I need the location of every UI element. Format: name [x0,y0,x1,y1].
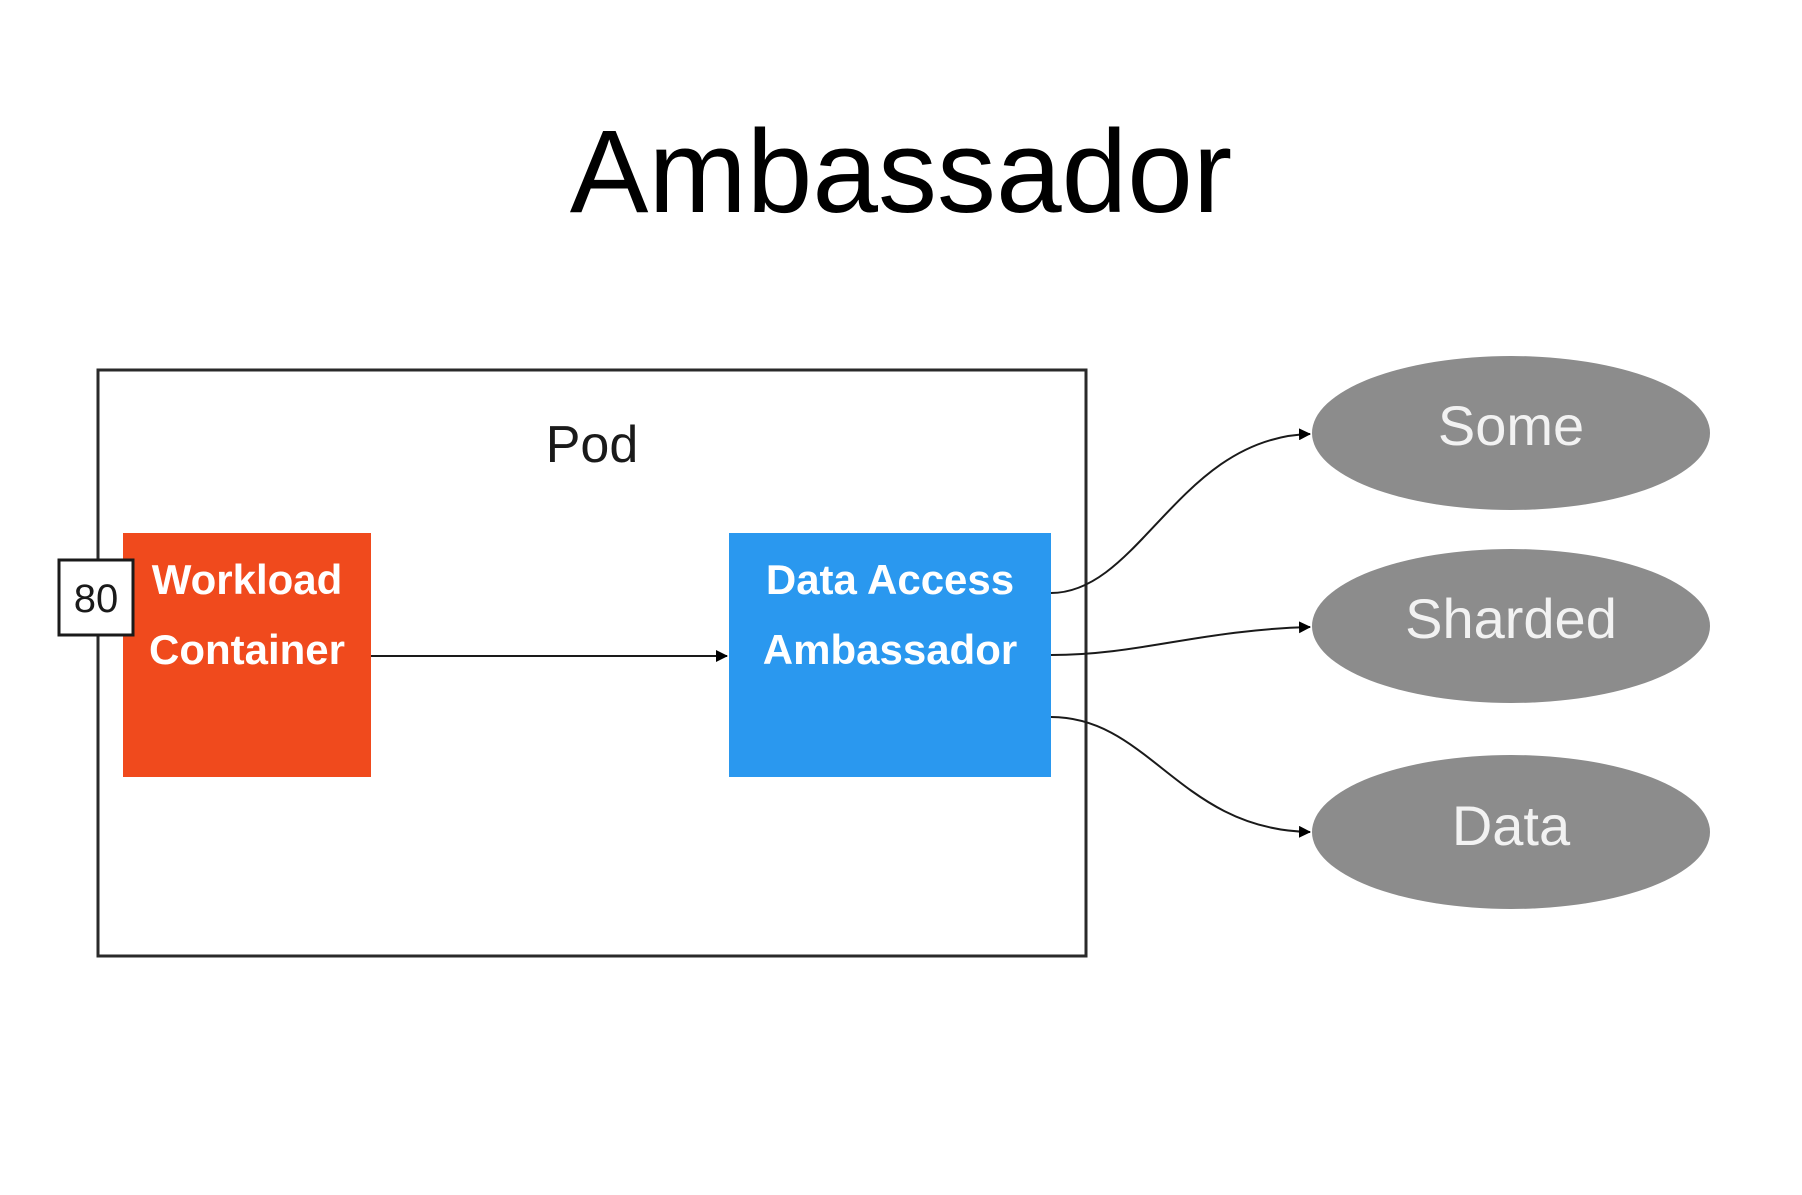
data-node-some [1312,356,1710,510]
diagram-title: Ambassador [570,106,1232,238]
edge-ambassador-to-some [1050,428,1311,594]
ambassador-label-line1: Data Access [766,556,1014,603]
data-node-data [1312,755,1710,909]
edge-ambassador-to-sharded [1050,621,1311,656]
data-node-sharded [1312,549,1710,703]
workload-container-label-line1: Workload [152,556,343,603]
port-badge [57,558,135,637]
ambassador-box [729,533,1051,777]
workload-container-label-line2: Container [149,626,345,673]
ambassador-label-line2: Ambassador [763,626,1017,673]
pod-label: Pod [546,416,639,474]
data-node-sharded-label: Sharded [1405,587,1617,650]
data-node-data-label: Data [1452,794,1571,857]
edge-ambassador-to-data [1050,716,1311,838]
port-label: 80 [74,577,119,621]
workload-container-box [123,533,371,777]
data-node-some-label: Some [1438,394,1584,457]
